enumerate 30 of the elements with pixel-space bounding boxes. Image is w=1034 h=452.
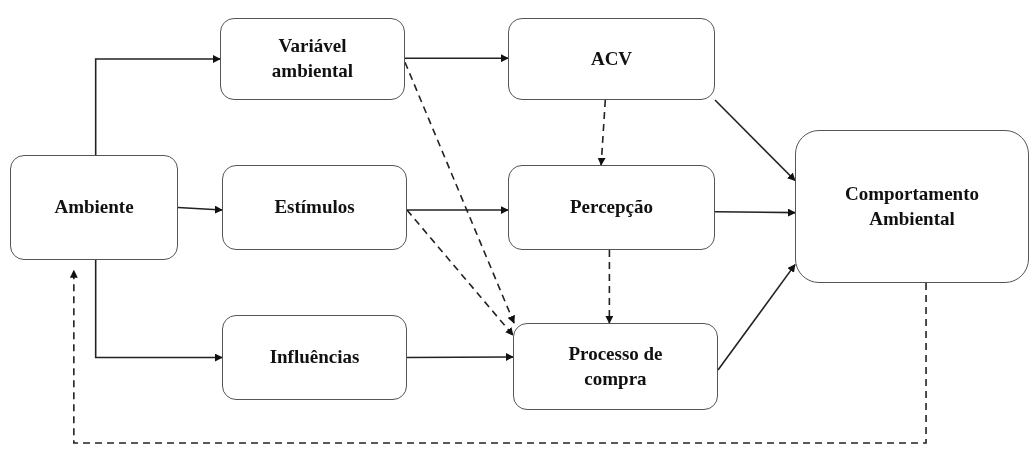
box-label: ACV — [590, 46, 633, 71]
box-label: Ambiente — [54, 195, 134, 220]
dashed-arrow — [605, 249, 614, 324]
dashed-arrow — [406, 209, 514, 336]
process-box — [508, 18, 715, 100]
arrow — [404, 54, 509, 63]
arrow — [406, 206, 509, 215]
box-label: Variável ambiental — [270, 34, 355, 83]
dashed-arrow — [404, 61, 515, 324]
arrow — [94, 55, 221, 156]
arrow — [94, 259, 223, 362]
dashed-arrow — [597, 99, 607, 166]
arrow — [177, 205, 223, 214]
arrow — [717, 263, 796, 371]
process-box — [795, 130, 1029, 283]
box-label: Influências — [269, 345, 360, 370]
arrow — [714, 99, 796, 182]
process-box — [508, 165, 715, 250]
box-label: Percepção — [570, 195, 653, 220]
process-box — [10, 155, 178, 260]
arrow — [714, 208, 796, 217]
arrow — [406, 352, 514, 361]
process-box — [513, 323, 718, 410]
box-label: Comportamento Ambiental — [844, 181, 980, 231]
process-box — [220, 18, 405, 100]
process-box — [222, 165, 407, 250]
box-label: Processo de compra — [567, 341, 664, 391]
box-label: Estímulos — [274, 195, 355, 220]
dashed-arrow — [69, 269, 927, 444]
process-box — [222, 315, 407, 400]
